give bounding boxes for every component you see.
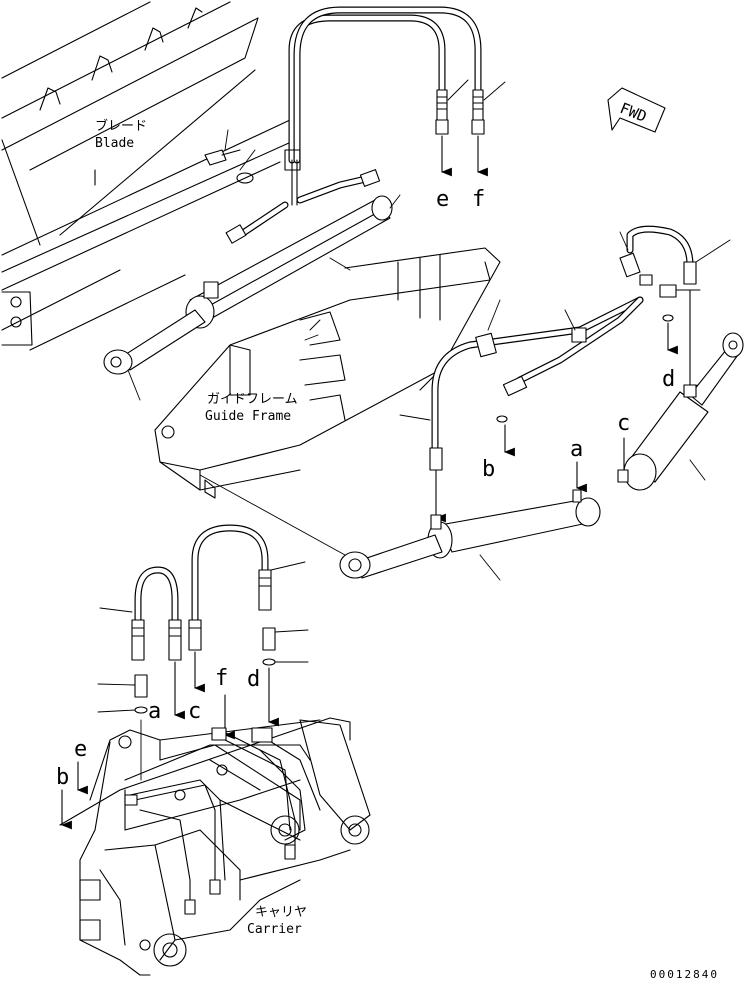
guide-frame-label-jp: ガイドフレーム	[207, 392, 298, 407]
guide-frame	[154, 247, 501, 499]
drawing-number: 00012840	[650, 968, 719, 981]
connection-label-c: c	[617, 411, 630, 436]
carrier	[59, 717, 371, 976]
bolt-washer-upper	[204, 129, 256, 184]
guide-frame-label-en: Guide Frame	[205, 409, 291, 424]
lower-hose-assembly	[60, 524, 309, 830]
connection-label-e: e	[436, 187, 449, 212]
carrier-label-jp: キャリヤ	[255, 905, 307, 920]
connection-label-a-lower: a	[148, 699, 161, 724]
fwd-direction-arrow: FWD	[607, 87, 666, 133]
leader-line	[199, 474, 346, 556]
connection-label-f-lower: f	[215, 666, 228, 691]
connection-label-e-lower: e	[74, 737, 87, 762]
connection-label-d-lower: d	[247, 667, 260, 692]
connection-label-b: b	[482, 457, 495, 482]
connection-label-b-lower: b	[56, 765, 69, 790]
connection-label-f: f	[472, 187, 485, 212]
blade-label-jp: ブレード	[95, 118, 147, 134]
left-blade-cylinder	[103, 194, 401, 401]
right-hose-assembly	[399, 225, 731, 523]
connection-label-c-lower: c	[188, 699, 201, 724]
upper-hose-pair	[225, 6, 506, 244]
right-cylinder-upper	[617, 332, 744, 491]
blade-label-en: Blade	[95, 136, 134, 151]
right-cylinder-lower	[339, 489, 601, 581]
connection-label-a: a	[570, 437, 583, 462]
blade-assembly	[1, 1, 301, 351]
connection-label-d: d	[662, 367, 675, 392]
carrier-label-en: Carrier	[247, 922, 302, 937]
